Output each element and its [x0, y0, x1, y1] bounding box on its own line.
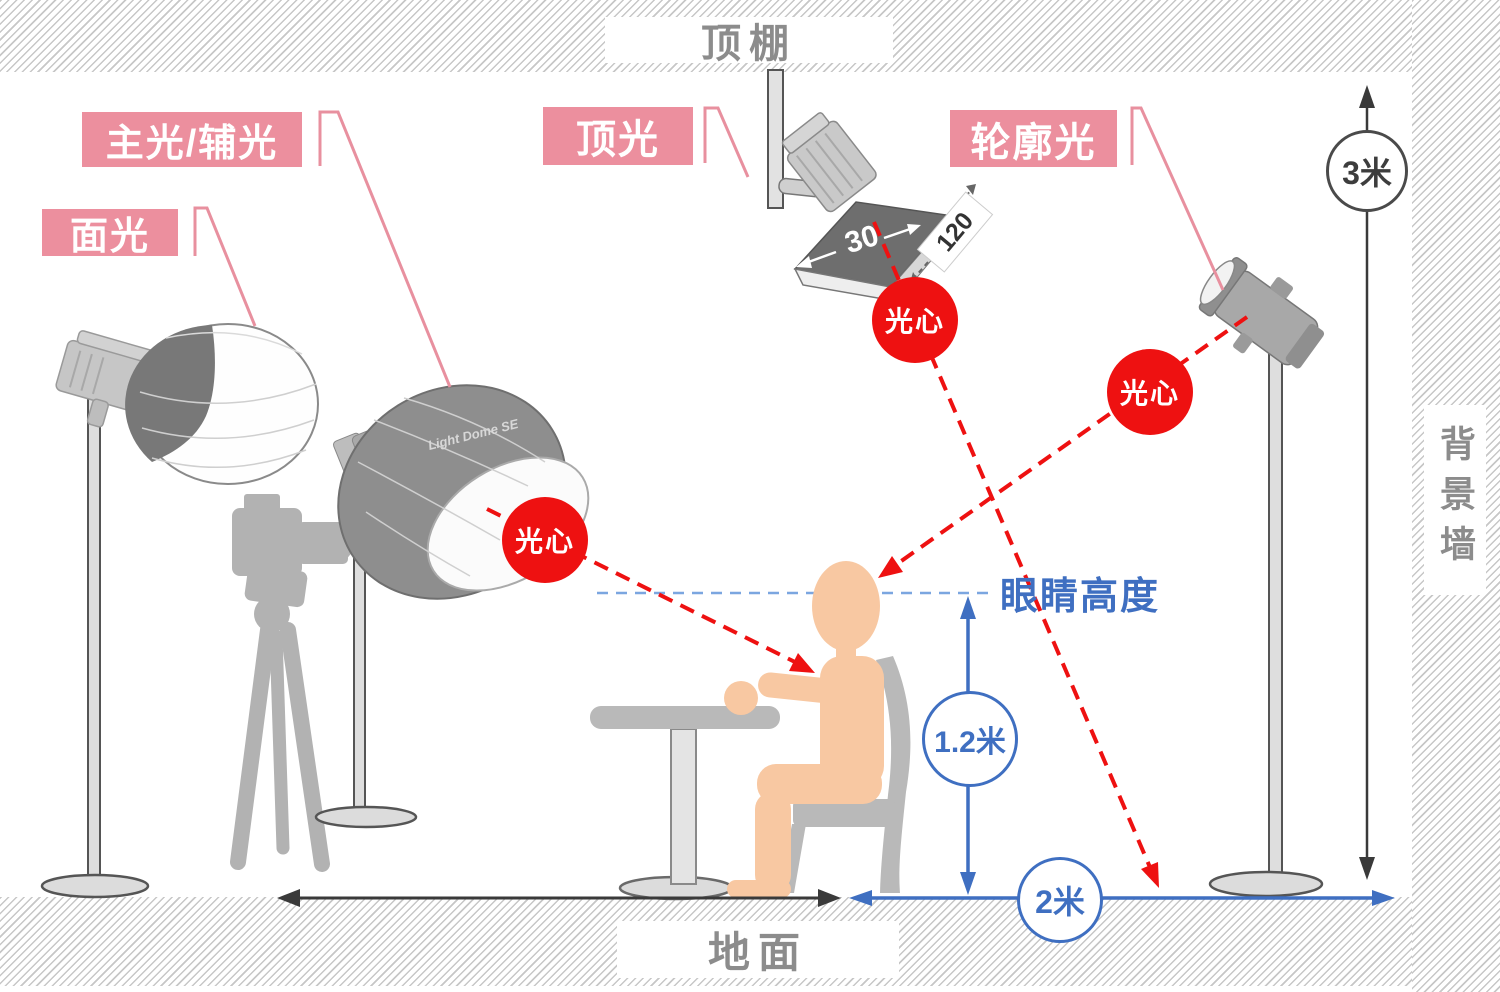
label-leader-lines: [193, 106, 1225, 388]
background-wall-label: 背景墙: [1424, 405, 1486, 595]
face-light-label: 面光: [42, 209, 178, 258]
rim-light-label: 轮廓光: [950, 110, 1117, 167]
top-light-illustration: [767, 69, 976, 304]
floor-black-arrow: [277, 889, 841, 907]
ground-label: 地面: [617, 921, 899, 978]
ceiling-label: 顶棚: [605, 17, 893, 66]
face-light-lantern-illustration: [40, 323, 319, 899]
main-fill-light-label: 主光/辅光: [82, 112, 302, 167]
floor-blue-arrow: [849, 890, 1395, 906]
seated-person-illustration: [724, 561, 884, 898]
main-softbox-illustration: [314, 384, 590, 829]
light-center-badge-main: 光心: [502, 497, 588, 583]
rim-light-illustration: [1198, 257, 1325, 898]
eye-height-badge: 1.2米: [922, 691, 1018, 787]
light-center-badge-rim: 光心: [1107, 349, 1193, 435]
top-light-label: 顶光: [543, 107, 693, 165]
wall-height-badge: 3米: [1326, 130, 1408, 212]
eye-height-label: 眼睛高度: [1000, 575, 1161, 618]
table-illustration: [590, 706, 780, 901]
light-beam-arrowheads: [789, 556, 1159, 888]
camera-tripod-illustration: [230, 494, 354, 872]
floor-distance-badge: 2米: [1017, 857, 1103, 943]
light-center-badge-top: 光心: [872, 277, 958, 363]
wall-height-dimension-line: [1359, 85, 1375, 880]
chair-illustration: [779, 656, 911, 893]
